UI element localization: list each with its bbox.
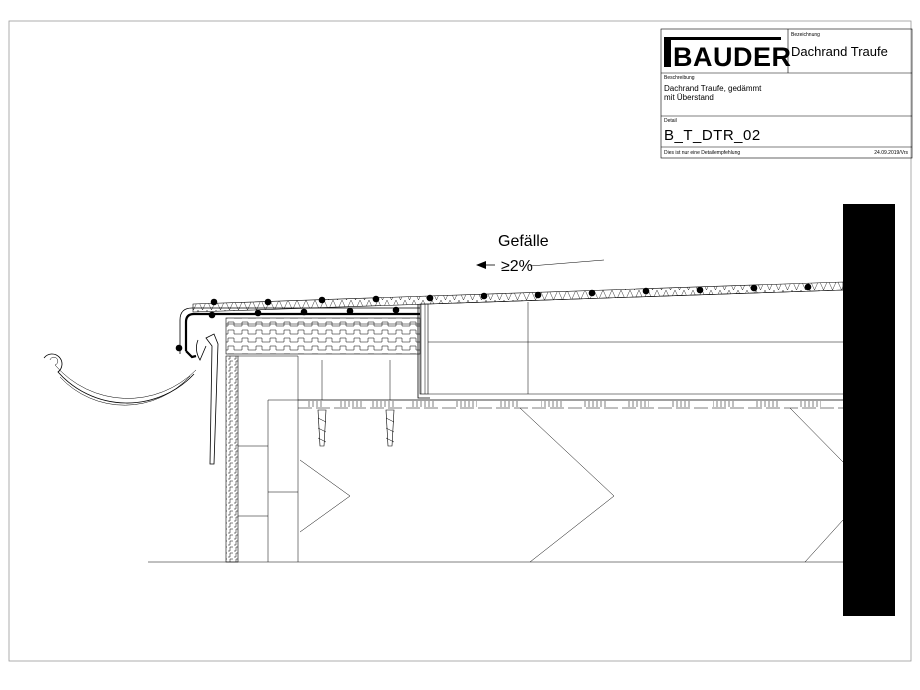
ceiling-batten-marks — [306, 401, 821, 407]
footer-note: Dies ist nur eine Detailempfehlung — [664, 150, 740, 156]
title-block: BAUDER Bezeichnung Dachrand Traufe Besch… — [660, 28, 913, 159]
outer-frame — [8, 20, 912, 662]
footer-date: 24.09.2019/Vrs — [874, 150, 908, 156]
bezeichnung-value: Dachrand Traufe — [791, 44, 888, 59]
logo-text: BAUDER — [673, 42, 792, 72]
beschreibung-label: Beschreibung — [664, 75, 695, 81]
wall-mass — [843, 204, 895, 616]
detail-code: B_T_DTR_02 — [664, 127, 761, 144]
anchor-screws — [317, 360, 395, 447]
gravel-dots — [175, 283, 812, 352]
beschreibung-line-2: mit Überstand — [664, 93, 714, 102]
slope-value: ≥2% — [501, 258, 533, 275]
slope-annotation: Gefälle ≥2% — [476, 233, 605, 275]
rain-gutter — [43, 333, 219, 465]
beschreibung-line-1: Dachrand Traufe, gedämmt — [664, 84, 762, 93]
slope-label: Gefälle — [498, 233, 549, 250]
detail-label: Detail — [664, 118, 677, 124]
bezeichnung-label: Bezeichnung — [791, 32, 820, 38]
slope-arrow-icon — [476, 261, 486, 269]
wall-section — [148, 355, 843, 563]
bauder-logo: BAUDER — [664, 37, 792, 72]
roof-buildup — [175, 281, 844, 563]
